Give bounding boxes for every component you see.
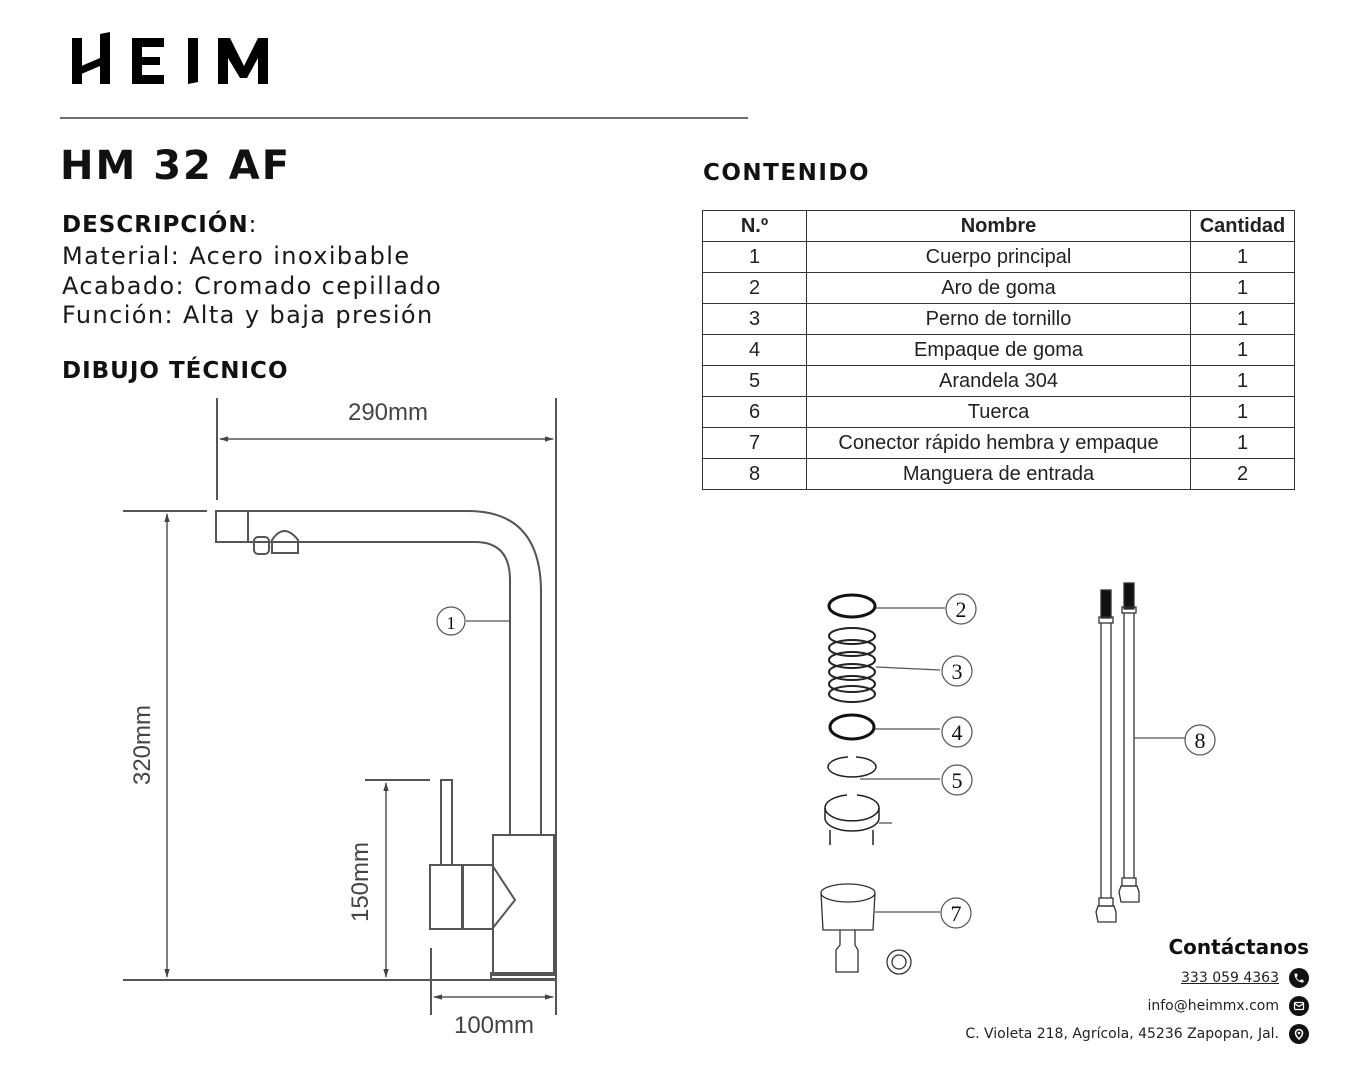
faucet-body [492, 834, 555, 976]
aerator-small [253, 536, 270, 555]
callout-circle-7 [940, 897, 972, 929]
callout-4: 4 [952, 720, 963, 745]
spout-outer [216, 510, 542, 835]
row-number: 4 [702, 334, 807, 366]
table-header-row: N.º Nombre Cantidad [702, 210, 1295, 242]
handle-cap [462, 864, 517, 930]
callout-5: 5 [952, 768, 963, 793]
callout-circle-5 [941, 764, 973, 796]
row-quantity: 1 [1190, 427, 1295, 459]
location-pin-icon [1289, 1024, 1309, 1044]
callout-circle-4 [941, 716, 973, 748]
phone-link[interactable]: 333 059 4363 [1181, 970, 1279, 986]
row-name: Conector rápido hembra y empaque [806, 427, 1191, 459]
description-heading: DESCRIPCIÓN: [62, 212, 257, 238]
aerator-large [271, 530, 299, 554]
contact-title: Contáctanos [1168, 935, 1309, 959]
part-2-ring [827, 593, 877, 619]
spout-inner [248, 541, 511, 835]
part-8-hoses [1095, 582, 1140, 923]
callout-circle-1 [436, 606, 466, 636]
contents-title: CONTENIDO [703, 160, 871, 186]
spout-tip [215, 510, 249, 543]
description-function: Función: Alta y baja presión [62, 301, 434, 329]
heim-logo [72, 32, 268, 84]
row-number: 8 [702, 458, 807, 490]
row-quantity: 2 [1190, 458, 1295, 490]
callout-2: 2 [956, 597, 967, 622]
description-title: DESCRIPCIÓN [62, 212, 249, 238]
contact-address-row: C. Violeta 218, Agrícola, 45236 Zapopan,… [965, 1024, 1309, 1044]
row-name: Manguera de entrada [806, 458, 1191, 490]
dim-label-height: 320mm [129, 705, 156, 785]
description-finish: Acabado: Cromado cepillado [62, 271, 443, 300]
email-text[interactable]: info@heimmx.com [1147, 998, 1279, 1014]
row-name: Perno de tornillo [806, 303, 1191, 335]
dim-label-width: 290mm [348, 399, 428, 426]
callout-circle-2 [945, 593, 977, 625]
drawing-title: DIBUJO TÉCNICO [62, 358, 289, 384]
description-colon: : [248, 212, 258, 238]
address-text: C. Violeta 218, Agrícola, 45236 Zapopan,… [965, 1026, 1279, 1042]
handle-lever [440, 779, 453, 866]
contact-phone-row: 333 059 4363 [1181, 968, 1309, 988]
dim-label-handle: 150mm [347, 842, 374, 922]
callout-1: 1 [447, 613, 456, 633]
row-name: Tuerca [806, 396, 1191, 428]
part-5-washer [827, 756, 877, 778]
row-name: Arandela 304 [806, 365, 1191, 397]
row-quantity: 1 [1190, 241, 1295, 273]
contact-email-row: info@heimmx.com [1147, 996, 1309, 1016]
callout-3: 3 [952, 659, 963, 684]
row-number: 7 [702, 427, 807, 459]
mail-icon [1289, 996, 1309, 1016]
callout-8: 8 [1195, 728, 1206, 753]
description-material: Material: Acero inoxibable [62, 242, 411, 270]
callout-circle-8 [1184, 724, 1216, 756]
callout-7: 7 [951, 901, 962, 926]
row-number: 2 [702, 272, 807, 304]
faucet-base-plate [490, 972, 557, 980]
handle-block [429, 864, 463, 930]
part-4-gasket [828, 713, 876, 741]
part-3-bolt [828, 627, 876, 703]
row-name: Cuerpo principal [806, 241, 1191, 273]
part-7-connector [820, 883, 912, 975]
row-quantity: 1 [1190, 334, 1295, 366]
header-name: Nombre [806, 210, 1191, 242]
dim-label-base: 100mm [454, 1012, 534, 1039]
row-quantity: 1 [1190, 303, 1295, 335]
description-lines: Material: Acero inoxibable Acabado: Crom… [62, 242, 442, 331]
part-6-nut [824, 794, 892, 845]
header-divider [60, 117, 748, 119]
product-model: HM 32 AF [60, 143, 292, 189]
callout-circle-3 [941, 655, 973, 687]
phone-icon [1289, 968, 1309, 988]
row-name: Aro de goma [806, 272, 1191, 304]
